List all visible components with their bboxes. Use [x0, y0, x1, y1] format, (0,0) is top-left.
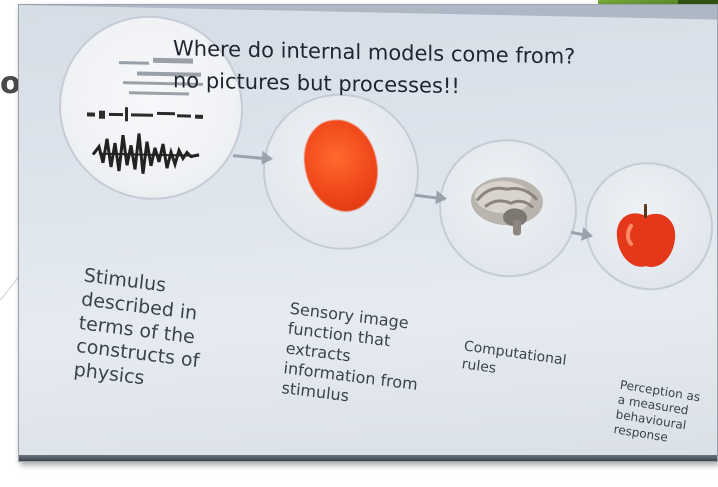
stage-1-caption: Stimulus described in terms of the const… [72, 264, 201, 390]
stage-2-caption: Sensory image function that extracts inf… [280, 298, 419, 406]
stage-3-caption: Computational rules [460, 338, 568, 377]
slide-title-line-1: Where do internal models come from? [173, 36, 576, 69]
slide-photo: Where do internal models come from? no p… [18, 4, 718, 462]
stage-4-caption: Perception as a measured behavioural res… [612, 377, 702, 445]
brain-icon [471, 177, 543, 236]
flow-arrow-2 [414, 193, 446, 201]
flow-arrow-3 [570, 230, 592, 238]
flow-arrow-1 [232, 154, 272, 161]
waveform-and-equation-icon [87, 57, 203, 174]
projected-slide: Where do internal models come from? no p… [19, 5, 717, 461]
apple-icon [616, 204, 676, 268]
